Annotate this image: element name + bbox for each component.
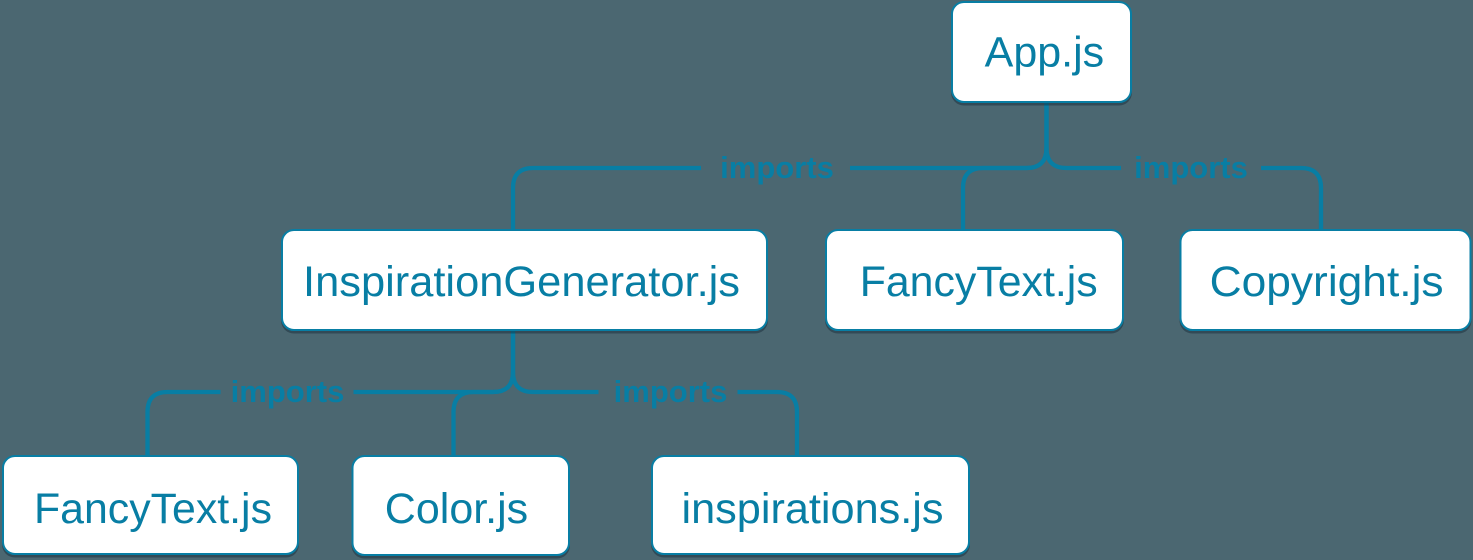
svg-text:App.js: App.js: [985, 29, 1105, 77]
svg-text:Color.js: Color.js: [385, 485, 528, 533]
svg-text:InspirationGenerator.js: InspirationGenerator.js: [303, 258, 740, 306]
svg-text:FancyText.js: FancyText.js: [34, 485, 272, 533]
svg-text:Copyright.js: Copyright.js: [1210, 258, 1444, 306]
svg-text:imports: imports: [231, 374, 345, 409]
svg-text:inspirations.js: inspirations.js: [682, 485, 944, 533]
svg-text:imports: imports: [1134, 150, 1248, 185]
svg-text:imports: imports: [614, 374, 728, 409]
svg-text:FancyText.js: FancyText.js: [860, 258, 1098, 306]
svg-text:imports: imports: [720, 150, 834, 185]
